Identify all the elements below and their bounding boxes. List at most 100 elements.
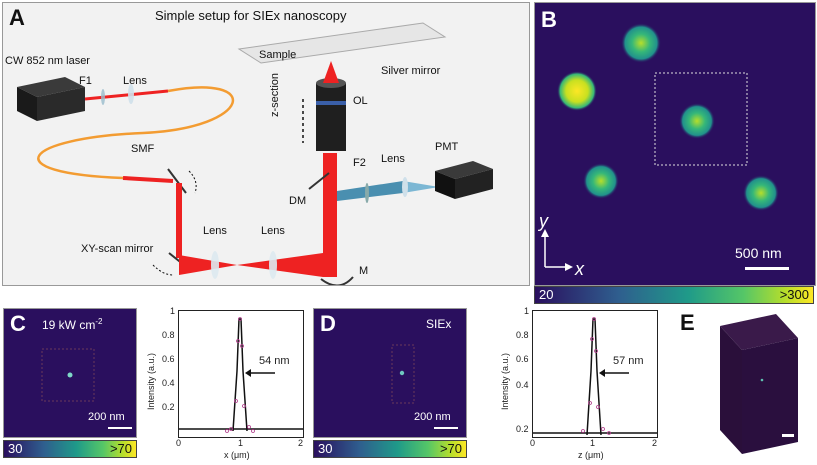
dichroic-mirror-icon xyxy=(308,172,330,190)
scale-label-c: 200 nm xyxy=(88,411,125,423)
emitter-spot xyxy=(557,71,597,111)
lens4-label: Lens xyxy=(381,153,405,165)
single-mode-fiber xyxy=(37,86,235,180)
f2-label: F2 xyxy=(353,157,366,169)
lens4-icon xyxy=(402,177,408,197)
zoom-box xyxy=(654,72,748,166)
lens2-icon xyxy=(211,251,219,279)
plot-c-svg xyxy=(179,317,303,433)
emitter-spot xyxy=(67,372,73,378)
power-value: 19 kW cm xyxy=(42,318,96,332)
emitter-spot xyxy=(760,378,764,382)
scale-label-d: 200 nm xyxy=(414,411,451,423)
cbar-b-min: 20 xyxy=(539,287,554,302)
plot-c-xtick: 0 xyxy=(176,438,182,448)
xy-mirror-label: XY-scan mirror xyxy=(81,243,154,255)
profile-fit-curve xyxy=(586,318,602,436)
mirror-m-icon xyxy=(320,276,354,285)
panel-e-3d-volume xyxy=(720,314,798,454)
sample-label: Sample xyxy=(259,49,297,61)
colorbar-b: 20 >300 xyxy=(534,286,814,304)
sample-slide xyxy=(237,22,447,64)
plot-d-xlabel: z (μm) xyxy=(578,450,604,460)
lens2-label: Lens xyxy=(203,225,227,237)
plot-c-ytick: 0.2 xyxy=(162,402,175,412)
panel-d-label: SIEx xyxy=(426,317,452,331)
panel-a-letter: A xyxy=(9,5,25,30)
plot-d-ylabel: Intensity (a.u.) xyxy=(500,352,510,410)
plot-c-ytick: 0.6 xyxy=(162,354,175,364)
colorbar-d: 30 >70 xyxy=(313,440,467,458)
plot-c: 54 nm xyxy=(178,310,304,438)
plot-c-ytick: 1 xyxy=(170,306,176,316)
emitter-spot xyxy=(399,370,405,376)
scale-label-b: 500 nm xyxy=(735,245,782,261)
panel-b-image xyxy=(541,23,789,271)
plot-d-xtick: 0 xyxy=(530,438,536,448)
panel-a-title: Simple setup for SIEx nanoscopy xyxy=(155,8,347,23)
plot-d-xtick: 1 xyxy=(590,438,596,448)
data-points xyxy=(581,317,611,435)
panel-b-letter: B xyxy=(541,7,557,32)
plot-d-ytick: 0.4 xyxy=(516,380,529,390)
axis-x-label: x xyxy=(575,259,584,279)
silver-mirror-label: Silver mirror xyxy=(381,65,441,77)
scale-bar-d xyxy=(434,427,458,429)
colorbar-c: 30 >70 xyxy=(3,440,137,458)
volume-front-face xyxy=(742,338,798,454)
plot-d-ytick: 1 xyxy=(524,306,530,316)
emitter-spot xyxy=(679,103,715,139)
plot-d-ytick: 0.6 xyxy=(516,354,529,364)
setup-diagram xyxy=(3,3,529,285)
lens1-label: Lens xyxy=(123,75,147,87)
cbar-c-min: 30 xyxy=(8,441,23,456)
panel-c-letter: C xyxy=(10,311,26,336)
scan-mirror-top-icon xyxy=(167,168,187,194)
plot-d: 57 nm xyxy=(532,310,658,438)
panel-d: D SIEx 200 nm xyxy=(313,308,467,438)
volume-top-face xyxy=(720,314,798,350)
pmt-label: PMT xyxy=(435,141,459,153)
f2-filter-icon xyxy=(365,183,369,203)
plot-c-xlabel: x (μm) xyxy=(224,450,250,460)
plot-c-xtick: 2 xyxy=(298,438,304,448)
plot-c-ylabel: Intensity (a.u.) xyxy=(146,352,156,410)
annotation-c: 54 nm xyxy=(259,355,290,367)
panel-b: B y x 500 nm xyxy=(534,2,816,286)
plot-c-ytick: 0.4 xyxy=(162,378,175,388)
panel-d-letter: D xyxy=(320,311,336,336)
cbar-d-max: >70 xyxy=(439,441,462,456)
plot-c-xtick: 1 xyxy=(238,438,244,448)
panel-c: C 19 kW cm-2 200 nm xyxy=(3,308,137,438)
plot-c-ytick: 0.8 xyxy=(162,330,175,340)
axis-y-label: y xyxy=(539,211,548,231)
panel-d-image xyxy=(391,344,458,429)
emitter-spot xyxy=(743,175,779,211)
dm-label: DM xyxy=(289,195,307,207)
panel-c-image xyxy=(41,348,132,429)
plot-d-svg xyxy=(533,317,657,436)
plot-d-ytick: 0.8 xyxy=(516,330,529,340)
annotation-d: 57 nm xyxy=(613,355,644,367)
m-label: M xyxy=(359,265,369,277)
emitter-spot xyxy=(621,23,661,63)
emitter-spot xyxy=(583,163,619,199)
objective-lens-icon xyxy=(316,61,346,151)
zoom-region-c xyxy=(41,348,95,402)
panel-e-letter: E xyxy=(680,310,695,335)
lens3-icon xyxy=(269,251,277,279)
scale-bar-e xyxy=(782,434,794,437)
laser-icon xyxy=(17,77,85,121)
plot-d-xtick: 2 xyxy=(652,438,658,448)
power-label: 19 kW cm-2 xyxy=(42,317,102,332)
pmt-detector-icon xyxy=(435,161,493,199)
lens3-label: Lens xyxy=(261,225,285,237)
cbar-b-max: >300 xyxy=(779,287,809,302)
laser-label: CW 852 nm laser xyxy=(5,55,90,67)
f1-label: F1 xyxy=(79,75,92,87)
scale-bar-b xyxy=(745,267,789,270)
cbar-d-min: 30 xyxy=(318,441,333,456)
data-points xyxy=(225,317,255,433)
lens1-icon xyxy=(128,84,134,104)
smf-label: SMF xyxy=(131,143,155,155)
